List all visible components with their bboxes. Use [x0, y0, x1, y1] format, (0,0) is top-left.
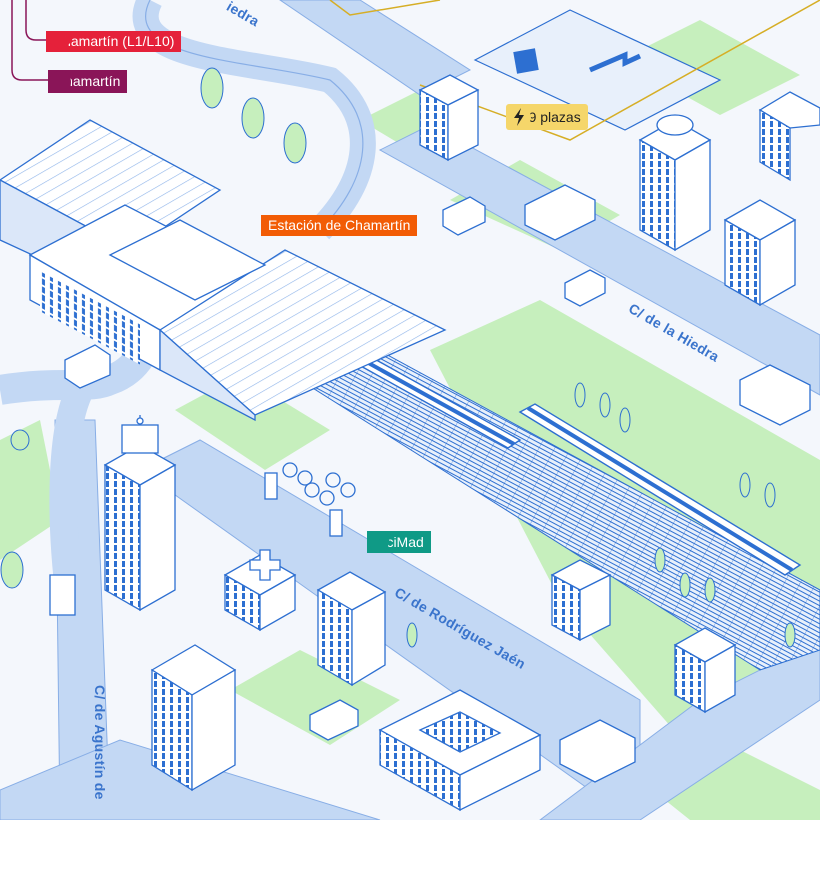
trees [0, 67, 796, 648]
chamartin-station [0, 119, 447, 422]
vehicles [49, 184, 811, 783]
truck-icon [49, 574, 76, 616]
buildings [103, 74, 820, 812]
park-ne [620, 20, 800, 115]
car-icon [64, 344, 111, 389]
cercanias-station-tag[interactable]: Chamartín [48, 70, 128, 93]
tower-west [103, 415, 177, 612]
red-diamond-icon [46, 33, 74, 49]
bus-icon [524, 184, 596, 241]
building-right [723, 199, 797, 307]
tower-hiedra [638, 114, 712, 252]
bus-icon [559, 719, 636, 783]
metro-station-tag[interactable]: Chamartín (L1/L10) [46, 31, 182, 52]
car-icon [564, 269, 606, 307]
road-calle-hiedra [378, 124, 820, 396]
park-left [0, 420, 60, 560]
bicimad-station [264, 462, 356, 537]
trains [348, 351, 802, 576]
building-courtyard [378, 689, 542, 812]
bicimad-tag[interactable]: BiciMad [367, 531, 431, 553]
building-hospital [223, 549, 297, 632]
building-far-right [758, 91, 820, 182]
building-north [418, 74, 480, 162]
car-icon [442, 196, 486, 236]
parking-tag[interactable]: 819 plazas [506, 104, 588, 130]
metro-connector [11, 0, 48, 81]
building-southwest [150, 644, 237, 792]
building-park [550, 559, 612, 642]
bus-icon [739, 364, 811, 426]
building-park-2 [673, 627, 737, 714]
station-name-tag[interactable]: Estación de Chamartín [261, 215, 418, 236]
road-top [279, 0, 472, 96]
station-name-label: Estación de Chamartín [261, 215, 418, 236]
lightning-bolt-icon [507, 105, 531, 129]
station-parking-deck [108, 219, 267, 301]
street-label-agustin: C/ de Agustín de [92, 685, 108, 800]
teal-hexagon-icon [368, 532, 390, 552]
building-rodriguez [316, 571, 387, 687]
metro-station-label: Chamartín (L1/L10) [46, 31, 182, 52]
car-icon [309, 699, 359, 741]
map-illustration [0, 0, 820, 820]
purple-circle-icon [49, 71, 71, 93]
isometric-city-map: Chamartín (L1/L10) Chamartín 819 plazas … [0, 0, 820, 820]
